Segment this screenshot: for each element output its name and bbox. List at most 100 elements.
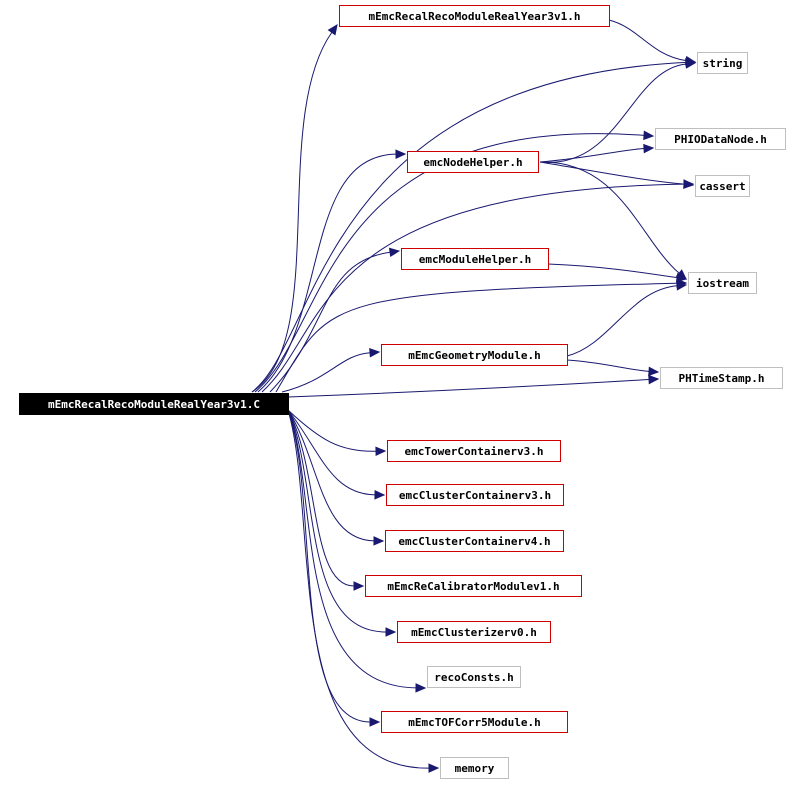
edge-line [287,409,355,587]
node-box [386,484,564,506]
arrowhead-icon [327,23,338,36]
node-box [660,367,783,389]
edges-layer [251,19,697,773]
node-label: emcModuleHelper.h [419,253,532,266]
root-node: mEmcRecalRecoModuleRealYear3v1.C [19,393,289,415]
edge-root-to-tower [287,409,387,456]
node-box [697,52,748,74]
node-box [427,666,521,688]
node-reco: recoConsts.h [427,666,521,688]
edge-root-to-clusterizer [287,409,397,637]
node-label: mEmcGeometryModule.h [408,349,540,362]
edge-line [566,359,650,372]
node-label: mEmcClusterizerv0.h [411,626,537,639]
node-box [407,151,539,173]
edge-line [281,352,371,393]
node-box [401,248,549,270]
arrowhead-icon [385,627,397,637]
node-iostream: iostream [688,272,757,294]
edge-line [608,19,687,62]
arrowhead-icon [415,683,427,693]
edge-root-to-phtime [287,374,660,398]
edge-line [566,285,678,357]
edge-line [287,409,430,769]
arrowhead-icon [643,143,655,154]
edge-node-to-iostream [539,161,687,280]
node-tower[interactable]: emcTowerContainerv3.h [387,440,561,462]
node-label: emcClusterContainerv3.h [399,489,551,502]
node-geom[interactable]: mEmcGeometryModule.h [381,344,568,366]
node-label: memory [455,762,495,775]
arrowhead-icon [676,281,688,291]
node-box [695,175,750,197]
arrowhead-icon [428,763,440,773]
node-box [655,128,786,150]
edge-line [539,63,687,163]
node-box [19,393,289,415]
edge-line [539,161,680,274]
arrowhead-icon [353,581,365,591]
node-recal[interactable]: mEmcReCalibratorModulev1.h [365,575,582,597]
edge-root-to-cl3 [287,409,386,500]
node-modh[interactable]: mEmcRecalRecoModuleRealYear3v1.h [339,5,610,27]
arrowhead-icon [643,130,655,141]
edge-line [254,133,645,393]
node-memory: memory [440,757,509,779]
edge-root-to-cl4 [287,409,385,546]
edge-root-to-reco [287,409,427,693]
edge-root-to-iostream [275,278,688,393]
edge-line [287,409,387,633]
arrowhead-icon [683,179,695,189]
node-label: mEmcTOFCorr5Module.h [408,716,540,729]
node-box [387,440,561,462]
edge-line [287,409,417,689]
node-label: mEmcRecalRecoModuleRealYear3v1.h [369,10,581,23]
edge-root-to-modh [251,23,338,393]
edge-root-to-geom [281,347,381,393]
node-node[interactable]: emcNodeHelper.h [407,151,539,173]
nodes-layer: mEmcRecalRecoModuleRealYear3v1.C mEmcReca… [19,5,786,779]
node-label: cassert [699,180,745,193]
node-label: mEmcReCalibratorModulev1.h [387,580,559,593]
node-label: PHTimeStamp.h [678,372,764,385]
edge-line [287,409,371,723]
node-label: mEmcRecalRecoModuleRealYear3v1.C [48,398,260,411]
edge-root-to-node [257,149,407,393]
node-module[interactable]: emcModuleHelper.h [401,248,549,270]
node-cl3[interactable]: emcClusterContainerv3.h [386,484,564,506]
edge-line [287,409,376,496]
edge-root-to-tof [287,409,381,727]
node-label: emcClusterContainerv4.h [398,535,550,548]
edge-line [275,282,678,393]
node-box [381,711,568,733]
node-label: emcNodeHelper.h [423,156,522,169]
node-box [688,272,757,294]
node-tof[interactable]: mEmcTOFCorr5Module.h [381,711,568,733]
node-clusterizer[interactable]: mEmcClusterizerv0.h [397,621,551,643]
node-box [381,344,568,366]
edge-root-to-string [251,57,697,393]
arrowhead-icon [388,247,401,258]
edge-line [539,148,645,163]
edge-node-to-phio [539,143,655,163]
edge-line [257,153,397,393]
arrowhead-icon [373,536,385,546]
arrowhead-icon [395,149,407,159]
edge-root-to-memory [287,409,440,773]
edge-line [547,263,678,279]
edge-root-to-recal [287,409,365,591]
edge-line [287,409,377,452]
edge-line [251,61,687,393]
node-box [365,575,582,597]
edge-node-to-string [539,59,697,163]
node-label: iostream [696,277,749,290]
edge-geom-to-iostream [566,281,688,357]
arrowhead-icon [369,717,381,727]
arrowhead-icon [648,374,660,385]
edge-modh-to-string [608,19,697,66]
node-cl4[interactable]: emcClusterContainerv4.h [385,530,564,552]
arrowhead-icon [648,366,660,377]
arrowhead-icon [375,446,387,456]
node-label: recoConsts.h [434,671,513,684]
